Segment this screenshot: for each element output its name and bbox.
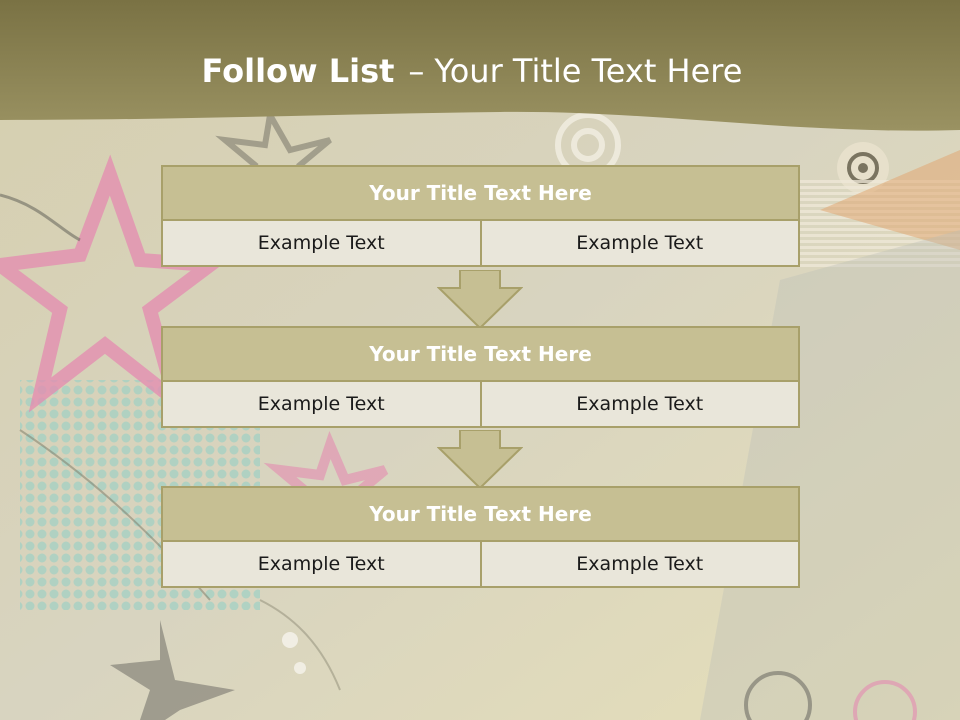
- block-title: Your Title Text Here: [161, 326, 800, 382]
- example-text-cell-right: Example Text: [479, 380, 800, 428]
- slide-title: Follow List–Your Title Text Here: [0, 52, 944, 90]
- block-row: Example Text Example Text: [161, 219, 800, 267]
- example-text-cell-left: Example Text: [161, 219, 482, 267]
- down-arrow-icon: [437, 430, 523, 490]
- list-block-2: Your Title Text Here Example Text Exampl…: [161, 326, 800, 428]
- example-text-cell-right: Example Text: [479, 540, 800, 588]
- example-text-cell-right: Example Text: [479, 219, 800, 267]
- slide-title-bold: Follow List: [201, 52, 395, 90]
- slide-title-rest: Your Title Text Here: [434, 52, 743, 90]
- list-block-3: Your Title Text Here Example Text Exampl…: [161, 486, 800, 588]
- block-row: Example Text Example Text: [161, 380, 800, 428]
- example-text-cell-left: Example Text: [161, 380, 482, 428]
- down-arrow-icon: [437, 270, 523, 330]
- block-title: Your Title Text Here: [161, 165, 800, 221]
- list-block-1: Your Title Text Here Example Text Exampl…: [161, 165, 800, 267]
- slide-title-dash: –: [408, 52, 425, 90]
- header-band: [0, 0, 960, 131]
- example-text-cell-left: Example Text: [161, 540, 482, 588]
- block-row: Example Text Example Text: [161, 540, 800, 588]
- block-title: Your Title Text Here: [161, 486, 800, 542]
